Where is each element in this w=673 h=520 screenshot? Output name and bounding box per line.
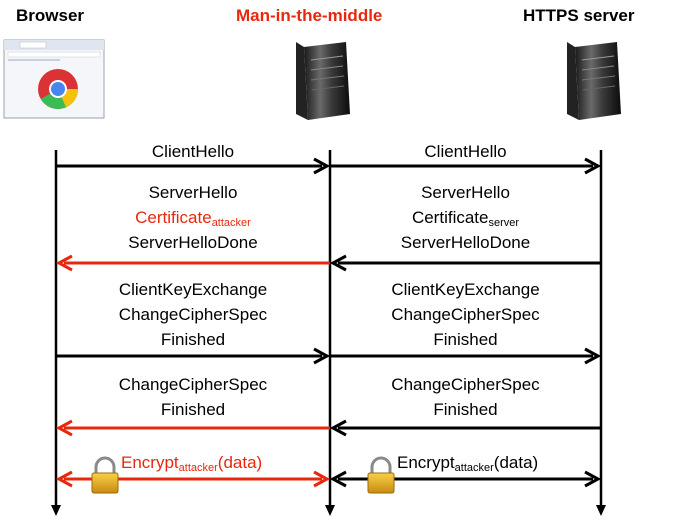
left-encrypt-label: Encryptattacker(data)	[121, 450, 262, 481]
right-certificate-label: Certificateserver	[330, 205, 601, 236]
mitm-server-icon	[296, 42, 350, 120]
left-certificate-text: Certificate	[135, 208, 212, 227]
right-encrypt-tail: (data)	[493, 453, 539, 472]
right-finished-label: Finished	[433, 330, 498, 349]
right-changecipherspec2-label: ChangeCipherSpec	[391, 375, 540, 394]
left-serverhellodone-label: ServerHelloDone	[128, 233, 258, 252]
browser-lifeline-arrowhead	[51, 505, 61, 516]
right-certificate-subscript: server	[488, 217, 520, 229]
left-finished-label: Finished	[160, 330, 226, 349]
browser-header: Browser	[16, 6, 85, 25]
mitm-lifeline-arrowhead	[325, 505, 335, 516]
left-finished2-label: Finished	[160, 400, 226, 419]
server-header: HTTPS server	[523, 6, 635, 25]
left-clienthello-label: ClientHello	[151, 142, 235, 161]
https-server-icon	[567, 42, 621, 120]
left-clientkeyexchange-label: ClientKeyExchange	[118, 280, 268, 299]
right-serverhellodone-label: ServerHelloDone	[400, 233, 531, 252]
left-certificate-subscript: attacker	[211, 217, 251, 229]
right-certificate-text: Certificate	[411, 208, 489, 227]
padlock-left-icon	[91, 456, 119, 494]
right-encrypt-subscript: attacker	[454, 462, 494, 474]
server-lifeline-arrowhead	[596, 505, 606, 516]
left-changecipherspec-label: ChangeCipherSpec	[118, 305, 268, 324]
padlock-right-icon	[367, 456, 395, 494]
right-serverhello-label: ServerHello	[421, 183, 510, 202]
right-changecipherspec-label: ChangeCipherSpec	[391, 305, 540, 324]
right-encrypt-text: Encrypt	[397, 453, 455, 472]
chrome-logo-icon	[38, 69, 78, 109]
left-encrypt-subscript: attacker	[178, 462, 218, 474]
left-encrypt-text: Encrypt	[121, 453, 179, 472]
left-certificate-label: Certificateattacker	[56, 205, 330, 236]
right-clientkeyexchange-label: ClientKeyExchange	[391, 280, 540, 299]
right-encrypt-label: Encryptattacker(data)	[397, 450, 538, 481]
right-finished2-label: Finished	[433, 400, 498, 419]
browser-window-icon	[3, 39, 105, 119]
left-serverhello-label: ServerHello	[148, 183, 238, 202]
right-clienthello-label: ClientHello	[424, 142, 507, 161]
left-encrypt-tail: (data)	[217, 453, 263, 472]
mitm-header: Man-in-the-middle	[236, 6, 383, 25]
left-changecipherspec2-label: ChangeCipherSpec	[118, 375, 268, 394]
